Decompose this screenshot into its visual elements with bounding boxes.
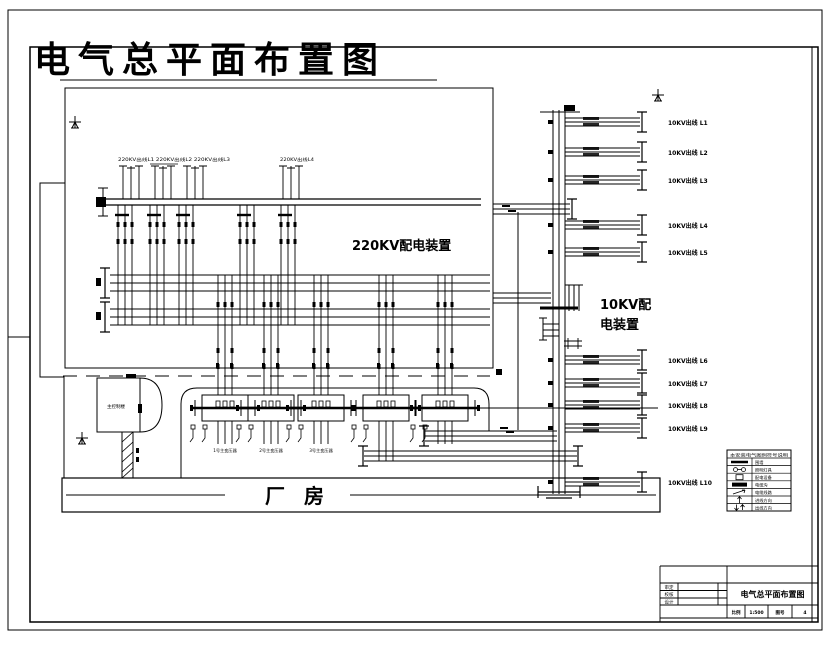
legend-arrow-up-icon bbox=[737, 495, 742, 503]
legend-title: 本安装电气图例符号说明 bbox=[730, 452, 788, 458]
switch-bay bbox=[174, 203, 196, 327]
legend-desc: 配电设备 bbox=[755, 474, 773, 481]
feeder-symbol bbox=[547, 214, 648, 236]
line-entry-ticks bbox=[150, 165, 176, 200]
benchmark-marker bbox=[68, 115, 82, 129]
switch-bay bbox=[113, 203, 135, 327]
feeder-label: 10KV出线 L5 bbox=[668, 249, 708, 257]
incoming-lines-label-right: 220KV出线L4 bbox=[280, 156, 314, 163]
feeder-symbol bbox=[547, 471, 648, 493]
legend-filled-bar-icon bbox=[732, 482, 747, 487]
busbar-220kv-top bbox=[96, 187, 481, 217]
legend-cable-arrow-icon bbox=[732, 489, 746, 495]
line-entry-ticks bbox=[278, 165, 304, 200]
feeder-label: 10KV出线 L1 bbox=[668, 119, 708, 127]
legend-desc: 照明灯具 bbox=[755, 466, 773, 473]
titleblock-drawing-title: 电气总平面布置图 bbox=[741, 589, 805, 599]
transformer-label: 3号主变压器 bbox=[309, 447, 333, 454]
legend-table bbox=[726, 449, 792, 512]
busbar-group-b bbox=[96, 301, 490, 333]
titleblock-sheet-label: 图号 bbox=[776, 609, 785, 616]
transformer-row bbox=[188, 273, 658, 461]
feeder-label: 10KV出线 L2 bbox=[668, 149, 708, 157]
switch-bay bbox=[145, 203, 167, 327]
titleblock-row-label: 审定 bbox=[665, 584, 674, 591]
feeder-symbol bbox=[547, 241, 648, 263]
control-building-label: 主控制楼 bbox=[107, 403, 125, 410]
legend-double-circle-icon bbox=[733, 467, 746, 473]
titleblock-row-label: 设计 bbox=[665, 599, 674, 606]
legend-arrow-pair-icon bbox=[734, 503, 745, 512]
line-entry-ticks bbox=[182, 165, 208, 200]
feeder-symbol bbox=[547, 349, 648, 371]
titleblock-sheet-value: 4 bbox=[803, 610, 806, 616]
feeder-symbol bbox=[547, 394, 648, 416]
titleblock-row-label: 校核 bbox=[665, 591, 674, 598]
legend-small-square-icon bbox=[735, 474, 744, 481]
legend-desc: 电缆线路 bbox=[755, 489, 773, 496]
switchgear-10kv-label-line2: 电装置 bbox=[600, 317, 639, 333]
transformer-label: 1号主变压器 bbox=[213, 447, 237, 454]
road-crossing-switches bbox=[216, 363, 453, 368]
yard-220kv bbox=[64, 87, 494, 369]
cable-trench-hatch bbox=[121, 431, 139, 479]
factory-label: 厂 房 bbox=[265, 484, 330, 508]
control-building bbox=[96, 374, 163, 479]
transformer-label: 2号主变压器 bbox=[259, 447, 283, 454]
titleblock-scale-value: 1:500 bbox=[749, 610, 763, 616]
switch-bay bbox=[276, 203, 298, 327]
page-border-frame bbox=[7, 9, 823, 631]
legend-desc: 出线方向 bbox=[755, 504, 772, 511]
feeder-label: 10KV出线 L7 bbox=[668, 380, 708, 388]
main-transformer bbox=[234, 273, 308, 446]
feeder-label: 10KV出线 L3 bbox=[668, 177, 708, 185]
legend-desc: 进线方向 bbox=[755, 497, 772, 504]
cable-runs bbox=[357, 425, 584, 467]
feeder-label: 10KV出线 L8 bbox=[668, 402, 708, 410]
busbar-group-a bbox=[96, 267, 490, 299]
incomer-top bbox=[493, 198, 577, 430]
feeder-label: 10KV出线 L6 bbox=[668, 357, 708, 365]
feeder-label: 10KV出线 L10 bbox=[668, 479, 712, 487]
factory-building bbox=[61, 477, 661, 513]
main-transformer bbox=[188, 273, 262, 446]
switch-bay bbox=[235, 203, 257, 327]
feeder-label: 10KV出线 L4 bbox=[668, 222, 708, 230]
feeder-symbol bbox=[547, 141, 648, 163]
incoming-lines-label-left: 220KV出线L1 220KV出线L2 220KV出线L3 bbox=[118, 156, 230, 163]
legend-desc: 围墙 bbox=[755, 459, 763, 466]
feeder-symbol bbox=[547, 111, 648, 133]
benchmark-marker bbox=[75, 431, 89, 445]
feeder-symbol bbox=[547, 417, 648, 439]
switchgear-10kv bbox=[493, 105, 648, 499]
main-transformer bbox=[284, 273, 358, 446]
yard-220kv-label: 220KV配电装置 bbox=[352, 238, 451, 254]
feeder-symbol bbox=[547, 169, 648, 191]
title-block bbox=[659, 565, 818, 622]
legend-desc: 电缆沟 bbox=[755, 482, 768, 489]
benchmark-marker bbox=[651, 88, 665, 102]
page-title: 电气总平面布置图 bbox=[34, 40, 386, 81]
main-transformer bbox=[349, 273, 423, 446]
line-entry-ticks bbox=[118, 165, 144, 200]
feeder-label: 10KV出线 L9 bbox=[668, 425, 708, 433]
feeder-symbol bbox=[547, 372, 648, 394]
titleblock-scale-label: 比例 bbox=[732, 609, 741, 616]
incomer-mid bbox=[493, 284, 583, 349]
main-transformer bbox=[408, 273, 482, 446]
switchgear-10kv-label-line1: 10KV配 bbox=[600, 298, 651, 313]
